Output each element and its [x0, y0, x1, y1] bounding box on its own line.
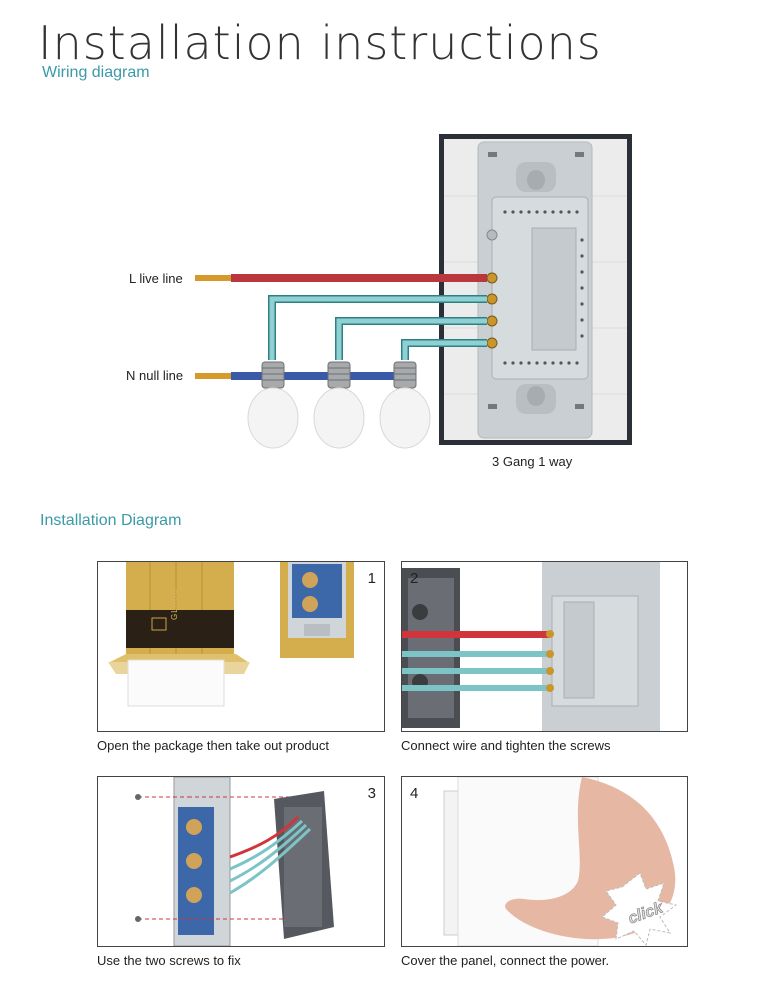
step-1-panel: GLASS 1 [97, 561, 385, 732]
step-4-number: 4 [410, 785, 419, 802]
step-1-caption: Open the package then take out product [97, 738, 330, 753]
step-2-illustration [402, 562, 660, 731]
step-1-illustration [108, 562, 354, 707]
wiring-diagram [195, 134, 632, 449]
step-2-panel: 2 [401, 561, 688, 732]
installation-diagram-heading: Installation Diagram [40, 512, 182, 529]
bulb-1 [247, 361, 299, 449]
step-3-panel: 3 [97, 776, 385, 947]
bulb-2 [313, 361, 365, 449]
step-4-panel: click 4 [401, 776, 688, 947]
page-title: Installation instructions [38, 16, 602, 70]
step-2-number: 2 [410, 570, 419, 587]
wiring-diagram-heading: Wiring diagram [42, 64, 150, 81]
null-wire [231, 372, 407, 380]
live-wire [231, 274, 487, 282]
step-2-caption: Connect wire and tighten the screws [401, 738, 611, 753]
step-3-caption: Use the two screws to fix [97, 953, 241, 968]
live-wire-tip [195, 275, 231, 281]
step-1-number: 1 [367, 570, 376, 587]
bulb-3 [379, 361, 431, 449]
switch-caption: 3 Gang 1 way [492, 454, 573, 469]
step-3-illustration [135, 777, 334, 946]
step-3-number: 3 [367, 785, 376, 802]
null-wire-tip [195, 373, 231, 379]
load-wires [269, 296, 487, 360]
package-brand-text: GLASS [170, 588, 179, 620]
live-line-label: L live line [129, 271, 183, 286]
step-4-illustration [443, 777, 678, 946]
step-4-caption: Cover the panel, connect the power. [401, 953, 610, 968]
null-line-label: N null line [126, 368, 184, 383]
